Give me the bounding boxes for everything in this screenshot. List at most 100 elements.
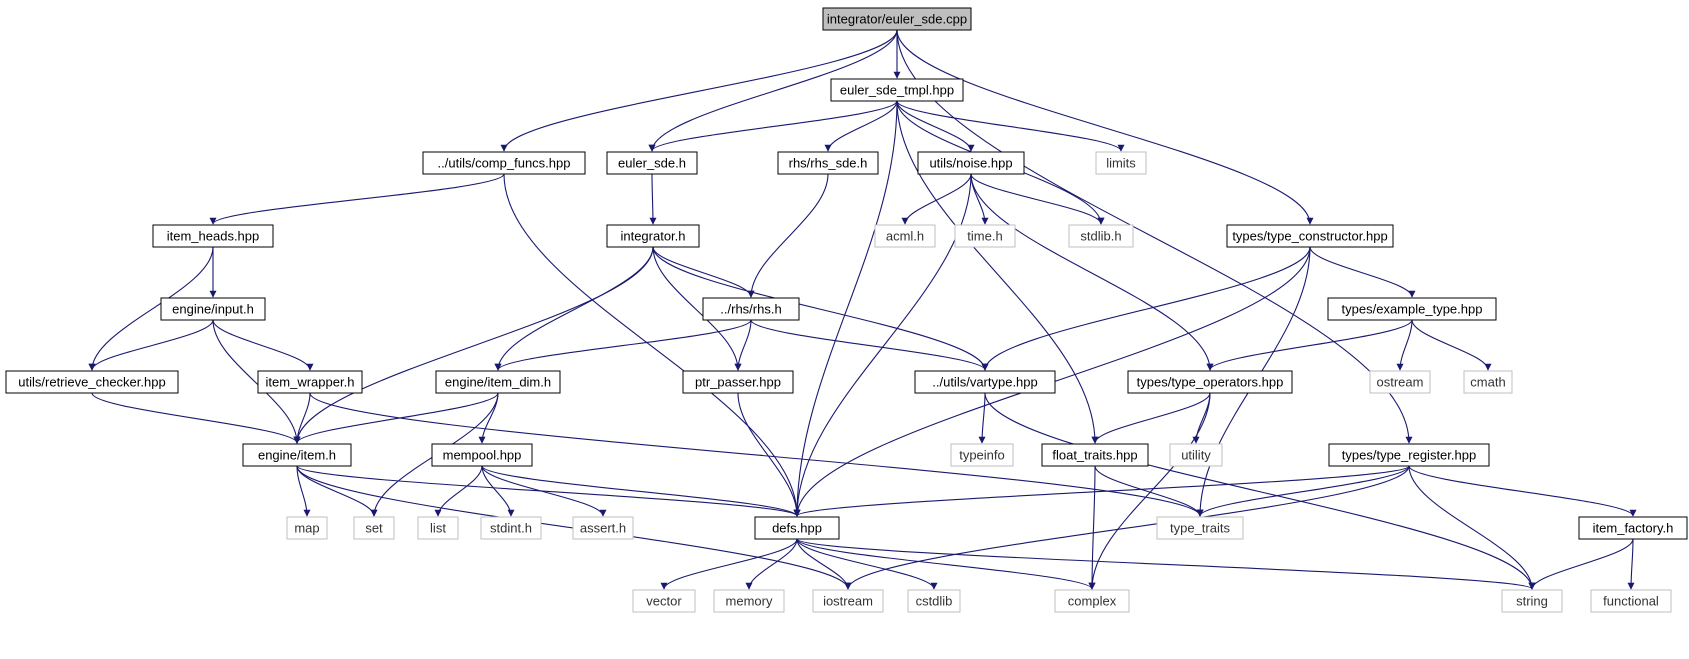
node-ptr_passer[interactable]: ptr_passer.hpp	[682, 370, 794, 394]
node-label-cstdlib: cstdlib	[916, 594, 953, 609]
edge-euler_sde_tmpl-to-limits	[896, 100, 1125, 152]
node-box-cstdlib	[907, 589, 961, 613]
edge-mempool-to-assert_h	[481, 465, 607, 517]
edge-rhs_h-to-item_dim	[494, 319, 752, 371]
node-type_constructor[interactable]: types/type_constructor.hpp	[1226, 224, 1394, 248]
node-label-ostream: ostream	[1377, 375, 1424, 390]
node-integrator_h[interactable]: integrator.h	[606, 224, 700, 248]
node-cmath: cmath	[1463, 370, 1513, 394]
node-box-noise	[917, 151, 1025, 175]
edge-integrator_h-to-engine_item	[293, 246, 654, 444]
edge-vartype-to-typeinfo	[978, 392, 986, 444]
node-label-list: list	[430, 521, 446, 536]
edge-float_traits-to-type_traits	[1094, 465, 1204, 517]
node-euler_sde_tmpl[interactable]: euler_sde_tmpl.hpp	[830, 78, 964, 102]
node-box-time_h	[954, 224, 1016, 248]
edge-type_register-to-type_traits	[1196, 465, 1410, 517]
node-example_type[interactable]: types/example_type.hpp	[1327, 297, 1497, 321]
node-label-acml: acml.h	[886, 229, 924, 244]
node-box-euler_sde_tmpl	[830, 78, 964, 102]
node-euler_sde_h[interactable]: euler_sde.h	[606, 151, 698, 175]
edge-integrator_h-to-vartype	[652, 246, 989, 371]
edge-retrieve_checker-to-engine_item	[91, 392, 301, 444]
node-box-integrator_h	[606, 224, 700, 248]
edge-mempool-to-list	[434, 465, 483, 517]
node-box-assert_h	[572, 516, 634, 540]
edge-defs-to-memory	[745, 538, 798, 590]
node-label-comp_funcs: ../utils/comp_funcs.hpp	[438, 156, 571, 171]
node-label-time_h: time.h	[967, 229, 1002, 244]
edge-item_factory-to-string	[1528, 538, 1634, 590]
node-noise[interactable]: utils/noise.hpp	[917, 151, 1025, 175]
node-box-item_heads	[152, 224, 274, 248]
node-comp_funcs[interactable]: ../utils/comp_funcs.hpp	[422, 151, 586, 175]
node-box-type_operators	[1127, 370, 1293, 394]
node-engine_input[interactable]: engine/input.h	[160, 297, 266, 321]
edge-vartype-to-string	[984, 392, 1536, 590]
node-map: map	[286, 516, 328, 540]
node-label-stdint: stdint.h	[490, 521, 532, 536]
edge-engine_item-to-map	[296, 465, 311, 517]
node-label-assert_h: assert.h	[580, 521, 626, 536]
node-box-complex	[1054, 589, 1130, 613]
node-rhs_sde[interactable]: rhs/rhs_sde.h	[777, 151, 879, 175]
edge-type_constructor-to-vartype	[981, 246, 1311, 371]
edge-defs-to-vector	[660, 538, 798, 590]
node-vartype[interactable]: ../utils/vartype.hpp	[914, 370, 1056, 394]
node-float_traits[interactable]: float_traits.hpp	[1041, 443, 1149, 467]
node-ostream: ostream	[1369, 370, 1431, 394]
edge-float_traits-to-complex	[1088, 465, 1096, 590]
edge-rhs_h-to-vartype	[750, 319, 989, 371]
node-item_heads[interactable]: item_heads.hpp	[152, 224, 274, 248]
edge-defs-to-iostream	[796, 538, 852, 590]
edge-noise-to-type_operators	[970, 173, 1214, 371]
node-rhs_h[interactable]: ../rhs/rhs.h	[702, 297, 800, 321]
edge-mempool-to-stdint	[481, 465, 515, 517]
node-item_wrapper[interactable]: item_wrapper.h	[257, 370, 363, 394]
node-label-engine_input: engine/input.h	[172, 302, 254, 317]
node-box-vector	[632, 589, 696, 613]
node-mempool[interactable]: mempool.hpp	[431, 443, 533, 467]
node-type_operators[interactable]: types/type_operators.hpp	[1127, 370, 1293, 394]
node-label-rhs_h: ../rhs/rhs.h	[720, 302, 781, 317]
node-label-type_traits: type_traits	[1170, 521, 1230, 536]
node-label-engine_item: engine/item.h	[258, 448, 336, 463]
node-retrieve_checker[interactable]: utils/retrieve_checker.hpp	[5, 370, 179, 394]
node-box-float_traits	[1041, 443, 1149, 467]
node-box-type_constructor	[1226, 224, 1394, 248]
node-complex: complex	[1054, 589, 1130, 613]
node-label-euler_sde_cpp: integrator/euler_sde.cpp	[827, 12, 967, 27]
node-item_dim[interactable]: engine/item_dim.h	[435, 370, 561, 394]
node-box-iostream	[812, 589, 884, 613]
node-item_factory[interactable]: item_factory.h	[1578, 516, 1688, 540]
node-box-engine_item	[242, 443, 352, 467]
edge-euler_sde_tmpl-to-noise	[896, 100, 975, 152]
node-type_register[interactable]: types/type_register.hpp	[1328, 443, 1490, 467]
edge-euler_sde_cpp-to-euler_sde_h	[648, 29, 898, 152]
node-euler_sde_cpp[interactable]: integrator/euler_sde.cpp	[822, 7, 972, 31]
node-engine_item[interactable]: engine/item.h	[242, 443, 352, 467]
edge-euler_sde_h-to-integrator_h	[649, 173, 657, 225]
edge-euler_sde_tmpl-to-rhs_sde	[824, 100, 898, 152]
node-label-type_operators: types/type_operators.hpp	[1137, 375, 1284, 390]
node-type_traits: type_traits	[1156, 516, 1244, 540]
node-label-iostream: iostream	[823, 594, 873, 609]
node-box-comp_funcs	[422, 151, 586, 175]
edge-type_register-to-defs	[793, 465, 1410, 517]
node-label-map: map	[294, 521, 319, 536]
node-box-defs	[754, 516, 840, 540]
edge-type_register-to-item_factory	[1408, 465, 1637, 517]
node-box-stdint	[480, 516, 542, 540]
node-box-rhs_sde	[777, 151, 879, 175]
node-label-stdlib_h: stdlib.h	[1080, 229, 1121, 244]
node-box-ostream	[1369, 370, 1431, 394]
node-label-integrator_h: integrator.h	[620, 229, 685, 244]
node-box-rhs_h	[702, 297, 800, 321]
edge-type_operators-to-float_traits	[1091, 392, 1211, 444]
node-label-string: string	[1516, 594, 1548, 609]
node-assert_h: assert.h	[572, 516, 634, 540]
node-label-item_factory: item_factory.h	[1593, 521, 1674, 536]
node-time_h: time.h	[954, 224, 1016, 248]
node-defs[interactable]: defs.hpp	[754, 516, 840, 540]
